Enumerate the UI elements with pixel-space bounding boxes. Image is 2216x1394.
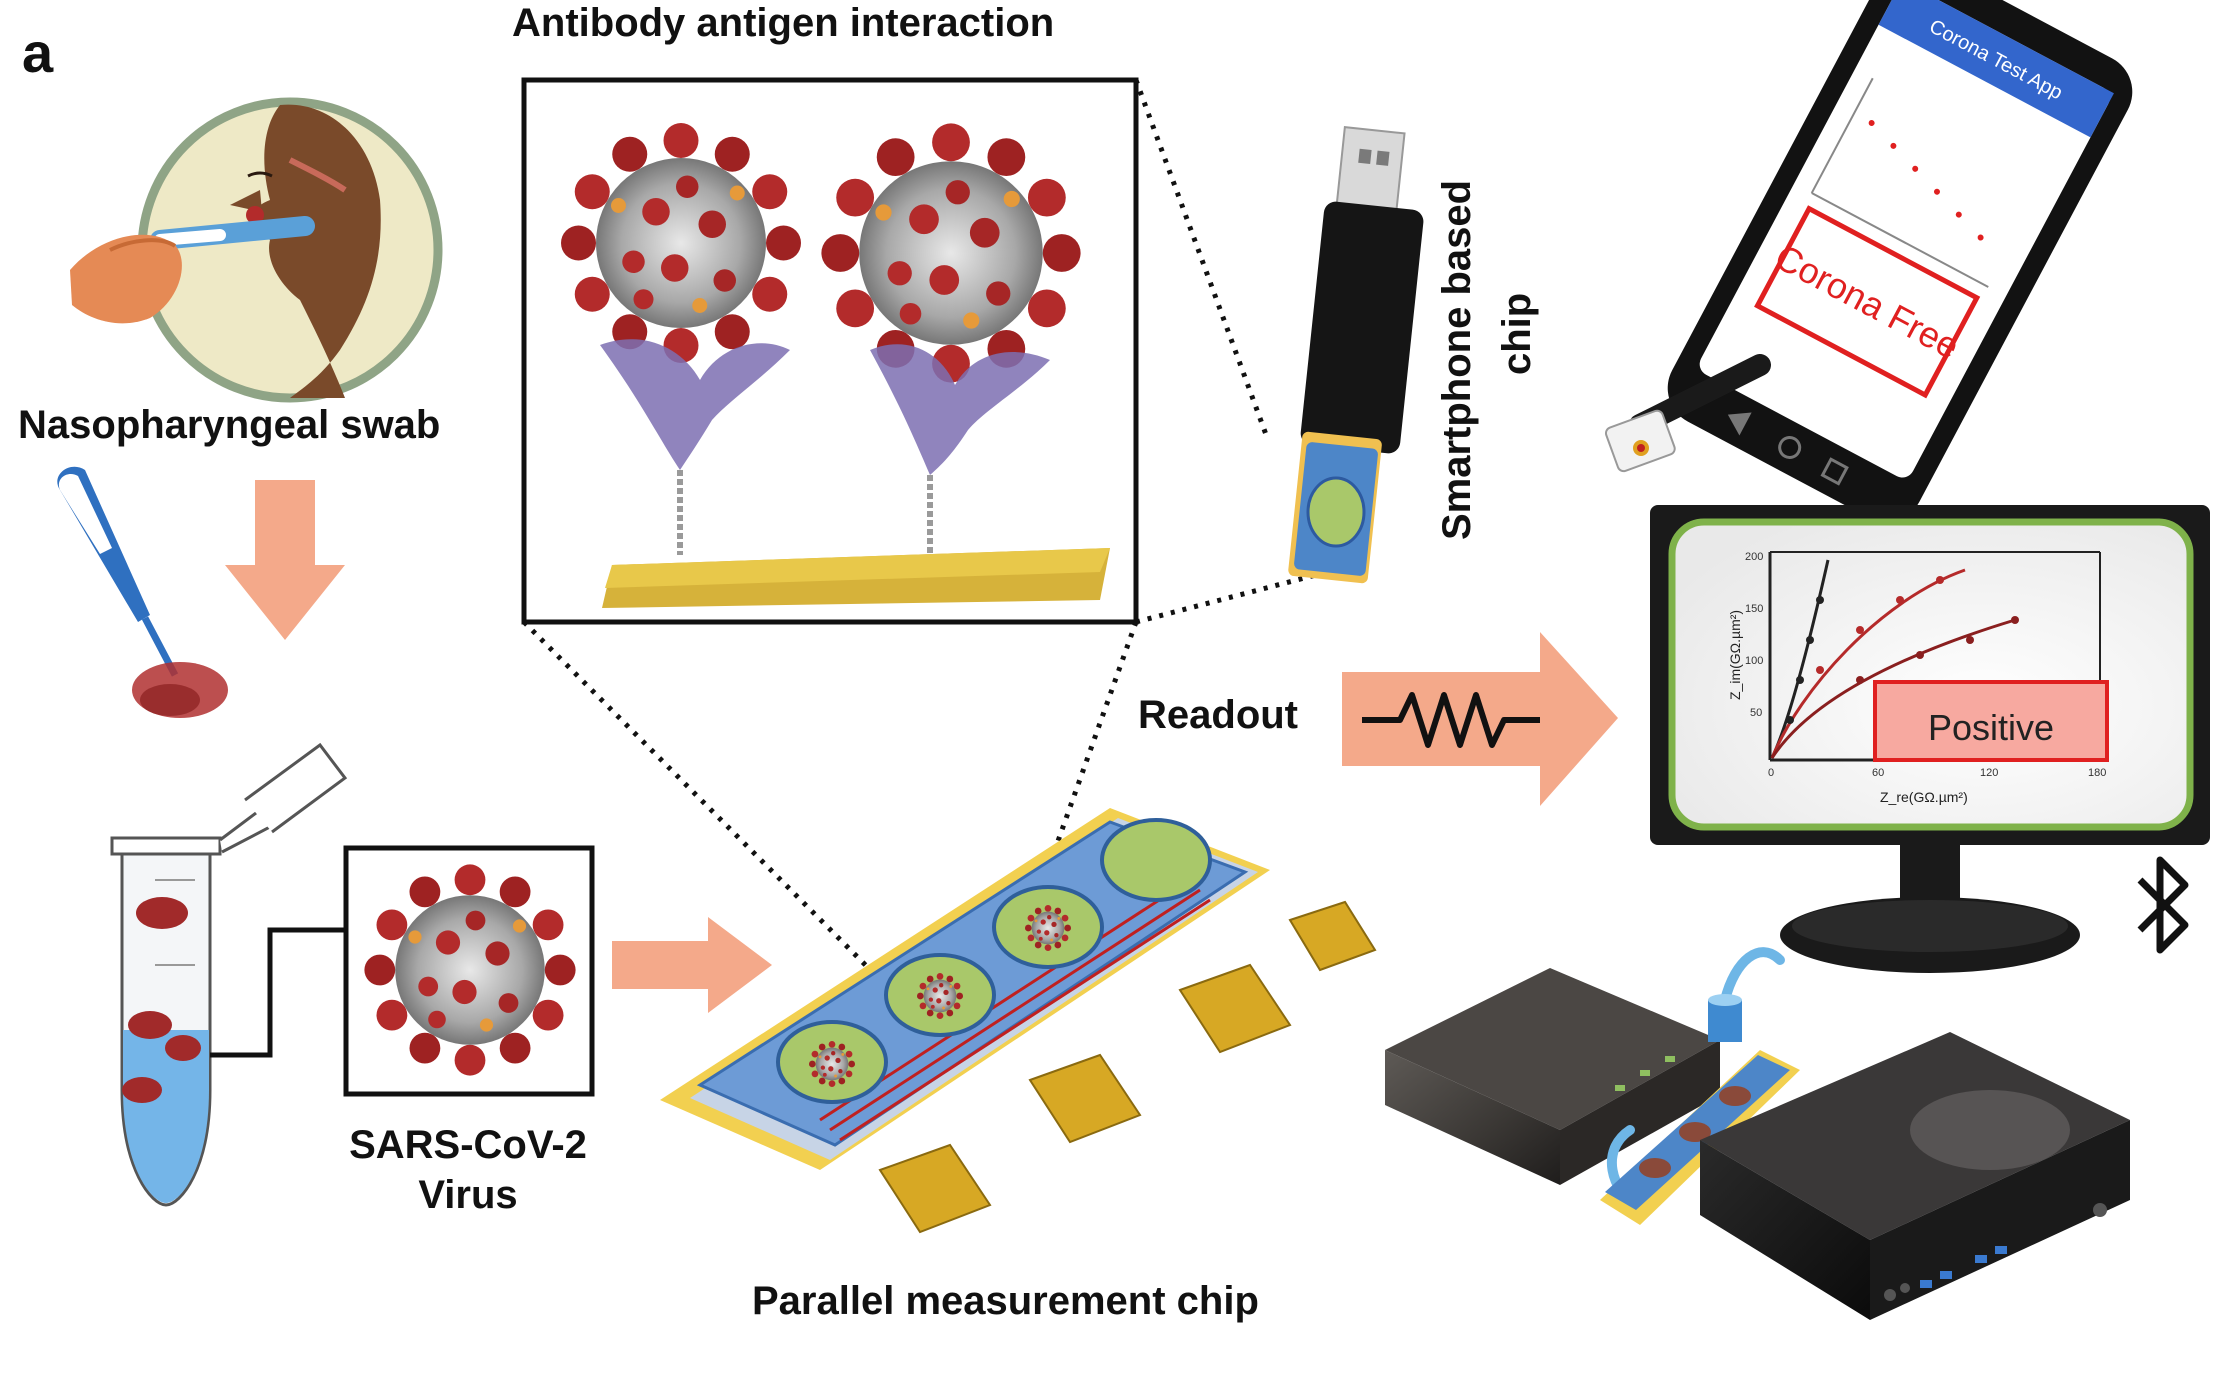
label-sars-cov-2: SARS-CoV-2 <box>349 1123 587 1167</box>
label-antibody-antigen: Antibody antigen interaction <box>512 1 1054 45</box>
gold-substrate <box>602 548 1110 608</box>
readout-arrow <box>1342 632 1618 806</box>
resistor-icon <box>1362 692 1540 748</box>
pump-box <box>1385 968 1720 1185</box>
label-nasopharyngeal-swab: Nasopharyngeal swab <box>18 403 440 447</box>
smartphone: Corona Test App Corona Free <box>1667 0 2133 522</box>
swab-with-sample <box>57 466 228 718</box>
antibody-left <box>600 339 790 555</box>
label-readout: Readout <box>1138 693 1298 737</box>
monitor-y-axis-label: Z_im(GΩ.µm²) <box>1727 610 1743 700</box>
sample-tube <box>110 742 348 1207</box>
y-tick-150: 150 <box>1745 603 1763 615</box>
parallel-chip <box>660 808 1377 1234</box>
bench-chip <box>1600 1050 1800 1225</box>
curve-red-1 <box>1770 568 1966 759</box>
monitor: 200 150 100 50 0 60 120 180 Z_im(GΩ.µm²)… <box>1650 505 2210 973</box>
arrow-virus-to-chip <box>612 917 772 1013</box>
y-tick-200: 200 <box>1745 551 1763 563</box>
nasopharyngeal-illustration <box>70 97 443 403</box>
y-tick-100: 100 <box>1745 655 1763 667</box>
usb-chip <box>1288 126 1424 584</box>
bluetooth-icon <box>2137 856 2189 954</box>
x-tick-0: 0 <box>1768 767 1774 779</box>
label-parallel-chip: Parallel measurement chip <box>752 1279 1259 1323</box>
virus-box <box>343 845 595 1097</box>
panel-letter: a <box>22 21 54 84</box>
sample-cup <box>1708 994 1742 1042</box>
monitor-result: Positive <box>1928 707 2054 748</box>
x-tick-120: 120 <box>1980 767 1998 779</box>
down-arrow <box>225 480 345 640</box>
analyzer-box <box>1700 1032 2130 1320</box>
curve-red-2 <box>1770 618 2016 759</box>
antibody-right <box>870 344 1050 555</box>
x-tick-60: 60 <box>1872 767 1884 779</box>
label-chip: chip <box>1495 293 1539 375</box>
chip-wells <box>776 818 1212 1104</box>
label-smartphone-based: Smartphone based <box>1435 180 1479 540</box>
label-virus: Virus <box>418 1173 517 1217</box>
phone-dongle <box>1604 354 1771 473</box>
tube-virus-connector <box>210 927 346 1058</box>
chip-contact-pads <box>878 900 1377 1234</box>
x-tick-180: 180 <box>2088 767 2106 779</box>
y-tick-50: 50 <box>1750 707 1762 719</box>
antibody-antigen-box <box>521 77 1139 625</box>
monitor-x-axis-label: Z_re(GΩ.µm²) <box>1880 789 1968 805</box>
